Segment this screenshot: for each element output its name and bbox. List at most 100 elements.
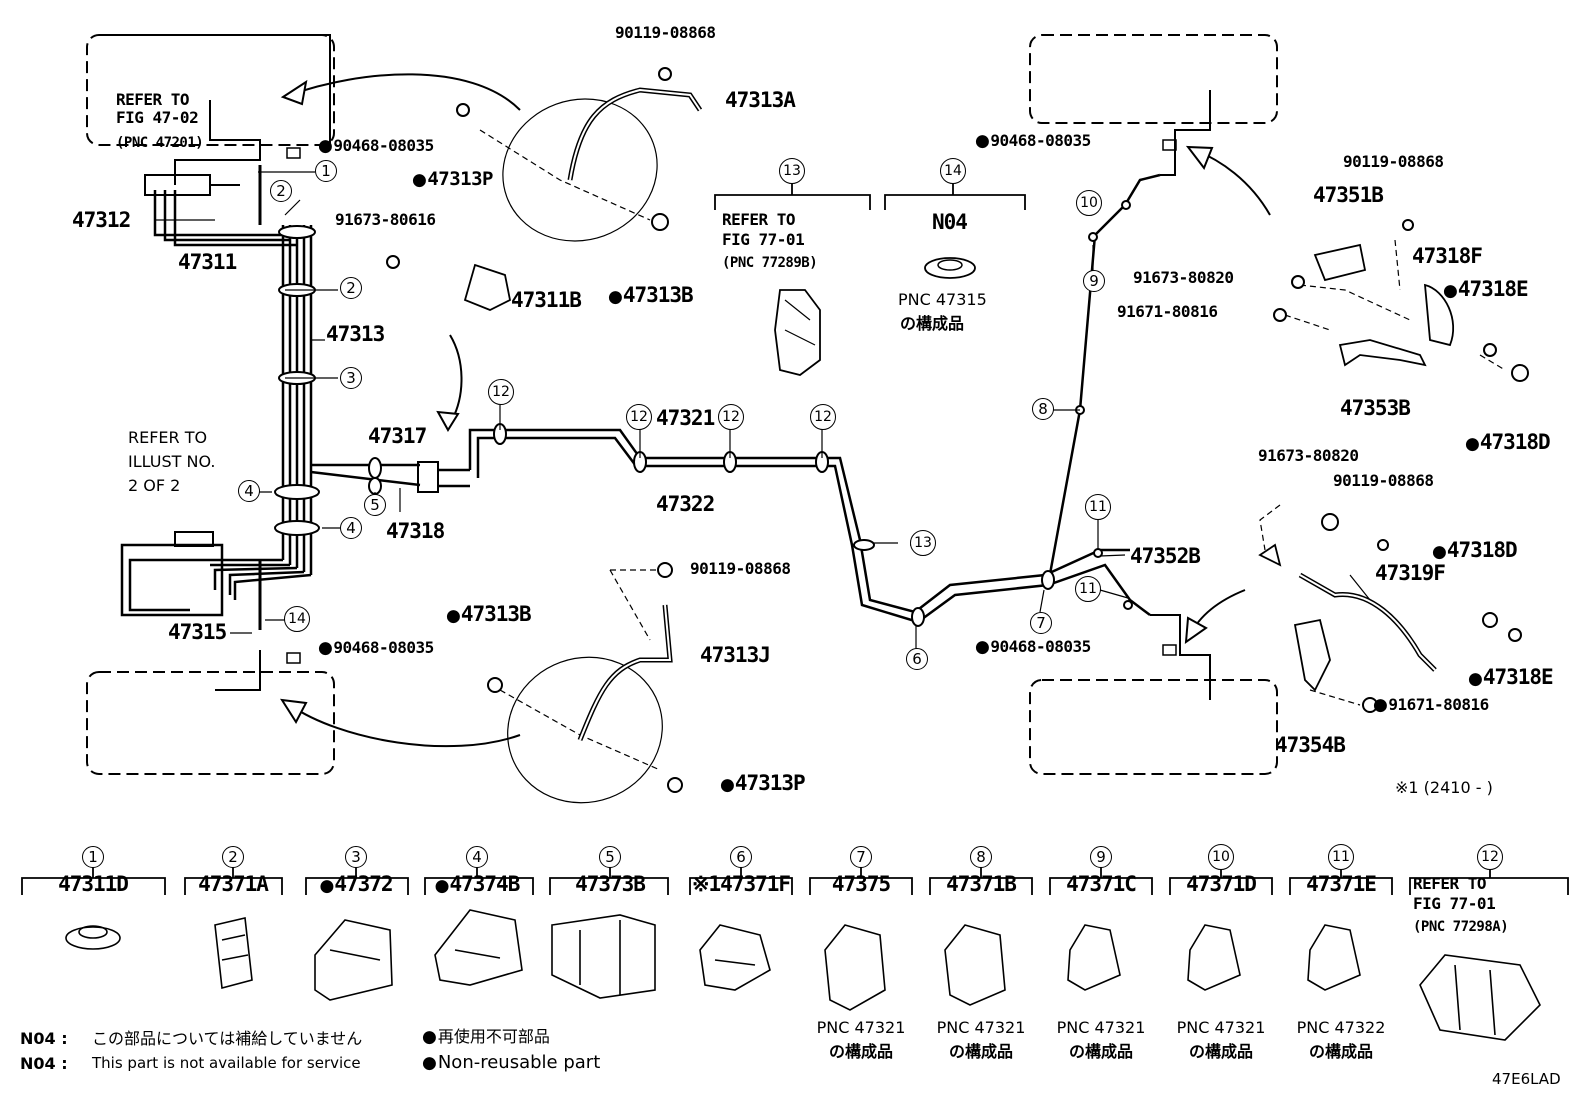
- callout-11: 11: [1075, 576, 1101, 602]
- figure-code: 47E6LAD: [1492, 1070, 1561, 1088]
- refer-fig-47-02: REFER TO: [116, 90, 190, 109]
- part-47318: 47318: [386, 519, 445, 543]
- legend-n04-ja: この部品については補給していません: [92, 1029, 363, 1048]
- n04-heading: N04: [932, 210, 968, 234]
- callout-7: 7: [850, 846, 872, 868]
- callout-14: 14: [940, 158, 966, 184]
- part-47311b: 47311B: [511, 288, 582, 312]
- part-91673-80616: 91673-80616: [335, 210, 436, 229]
- refer-illust-no: ILLUST NO.: [128, 452, 216, 471]
- legend-n04-en-key: N04 :: [20, 1054, 68, 1073]
- callout-8: 8: [970, 846, 992, 868]
- part-47313b-bot: 47313B: [446, 604, 532, 625]
- part-90119-08868-r2: 90119-08868: [1333, 471, 1434, 490]
- part-label-2: 47371A: [198, 872, 269, 896]
- callout-5: 5: [599, 846, 621, 868]
- part-47351b: 47351B: [1313, 183, 1384, 207]
- part-47318f: 47318F: [1412, 244, 1483, 268]
- part-label-5: 47373B: [575, 872, 646, 896]
- ref-box-top-right: [1029, 34, 1278, 124]
- callout-14: 14: [284, 606, 310, 632]
- part-47352b: 47352B: [1130, 544, 1201, 568]
- legend-n04-en: This part is not available for service: [92, 1054, 361, 1072]
- ref-box-bottom-right: [1029, 679, 1278, 775]
- callout-12: 12: [488, 379, 514, 405]
- callout-2: 2: [270, 180, 292, 202]
- refer-fig-77-01-bottom-pnc: (PNC 77298A): [1413, 919, 1509, 935]
- legend-non-reusable-ja: 再使用不可部品: [422, 1029, 550, 1046]
- callout-11: 11: [1328, 844, 1354, 870]
- part-47354b: 47354B: [1275, 733, 1346, 757]
- callout-1: 1: [315, 160, 337, 182]
- part-47317: 47317: [368, 424, 427, 448]
- part-90119-08868-top: 90119-08868: [615, 23, 716, 42]
- part-90468-08035-br: 90468-08035: [975, 639, 1091, 656]
- part-47353b: 47353B: [1340, 396, 1411, 420]
- callout-10: 10: [1076, 190, 1102, 216]
- callout-9: 9: [1083, 270, 1105, 292]
- refer-fig-77-01-bottom-fig: FIG 77-01: [1413, 894, 1496, 913]
- pnc-47315: PNC 47315: [898, 290, 987, 309]
- callout-9: 9: [1090, 846, 1112, 868]
- part-47315: 47315: [168, 620, 227, 644]
- part-90119-08868-r1: 90119-08868: [1343, 152, 1444, 171]
- callout-1: 1: [82, 846, 104, 868]
- callout-4: 4: [238, 480, 260, 502]
- refer-fig-77-01: REFER TO: [722, 210, 796, 229]
- callout-3: 3: [345, 846, 367, 868]
- part-47313a: 47313A: [725, 88, 796, 112]
- part-47321: 47321: [656, 406, 715, 430]
- callout-2: 2: [222, 846, 244, 868]
- callout-4: 4: [466, 846, 488, 868]
- part-label-1: 47311D: [58, 872, 129, 896]
- pnc-note-suffix-8: の構成品: [948, 1042, 1013, 1061]
- callout-2: 2: [340, 277, 362, 299]
- callout-5: 5: [364, 494, 386, 516]
- date-note: ※1 (2410 - ): [1395, 778, 1493, 797]
- part-label-10: 47371D: [1186, 872, 1257, 896]
- pnc-note-7: PNC 47321: [816, 1018, 906, 1037]
- part-47313p-top: 47313P: [412, 170, 493, 189]
- legend-non-reusable-en: Non-reusable part: [422, 1054, 600, 1072]
- pnc-note-suffix-7: の構成品: [828, 1042, 893, 1061]
- refer-fig-47-02-pnc: (PNC 47201): [116, 135, 204, 151]
- callout-7: 7: [1030, 612, 1052, 634]
- part-90468-08035-tr: 90468-08035: [975, 133, 1091, 150]
- part-label-12: REFER TO: [1413, 874, 1487, 893]
- part-47319f: 47319F: [1375, 561, 1446, 585]
- callout-12: 12: [718, 404, 744, 430]
- pnc-note-suffix-9: の構成品: [1068, 1042, 1133, 1061]
- callout-10: 10: [1208, 844, 1234, 870]
- pnc-note-9: PNC 47321: [1056, 1018, 1146, 1037]
- refer-fig-77-01-fig: FIG 77-01: [722, 230, 805, 249]
- callout-3: 3: [340, 367, 362, 389]
- part-47313: 47313: [326, 322, 385, 346]
- part-47318e-top: 47318E: [1443, 279, 1529, 300]
- part-47318d-top: 47318D: [1465, 432, 1551, 453]
- part-91671-80816-b: 91671-80816: [1373, 697, 1489, 714]
- pnc-note-suffix-11: の構成品: [1308, 1042, 1373, 1061]
- callout-12: 12: [626, 404, 652, 430]
- part-47313b-top: 47313B: [608, 285, 694, 306]
- pnc-47315-note: の構成品: [900, 314, 965, 333]
- ref-box-bottom-left: [86, 671, 335, 775]
- pnc-note-8: PNC 47321: [936, 1018, 1026, 1037]
- part-label-3: 47372: [301, 874, 411, 895]
- refer-illust-2of2: 2 OF 2: [128, 476, 181, 495]
- part-90468-08035-tl: 90468-08035: [318, 138, 434, 155]
- part-90468-08035-bl: 90468-08035: [318, 640, 434, 657]
- callout-6: 6: [906, 648, 928, 670]
- ref-box-top-left: [86, 34, 335, 146]
- pnc-note-suffix-10: の構成品: [1188, 1042, 1253, 1061]
- part-47313j: 47313J: [700, 643, 771, 667]
- pnc-note-10: PNC 47321: [1176, 1018, 1266, 1037]
- part-47313p-bot: 47313P: [720, 773, 806, 794]
- refer-fig-77-01-pnc: (PNC 77289B): [722, 255, 818, 271]
- refer-fig-47-02-fig: FIG 47-02: [116, 108, 199, 127]
- part-91673-80820-b: 91673-80820: [1258, 446, 1359, 465]
- callout-6: 6: [730, 846, 752, 868]
- callout-4: 4: [340, 517, 362, 539]
- part-91673-80820-r: 91673-80820: [1133, 268, 1234, 287]
